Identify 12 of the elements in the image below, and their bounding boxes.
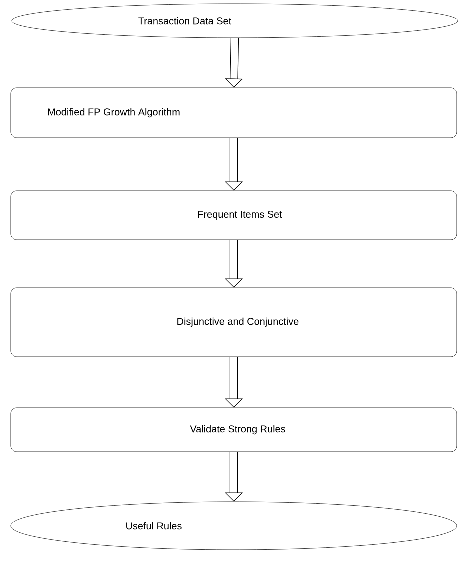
process-box xyxy=(10,190,458,240)
process-box xyxy=(10,88,458,138)
box-label: Frequent Items Set xyxy=(198,211,282,220)
box-label: Useful Rules xyxy=(126,522,182,530)
box-label: Transaction Data Set xyxy=(138,17,232,25)
box-label: Disjunctive and Conjunctive xyxy=(178,318,299,328)
process-box xyxy=(10,288,458,358)
box-label: Modified FP Growth Algorithm xyxy=(48,108,180,118)
terminal-ellipse xyxy=(10,502,458,550)
process-box xyxy=(10,408,458,452)
terminal-ellipse xyxy=(12,4,458,38)
box-label: Validate Strong Rules xyxy=(190,425,286,435)
